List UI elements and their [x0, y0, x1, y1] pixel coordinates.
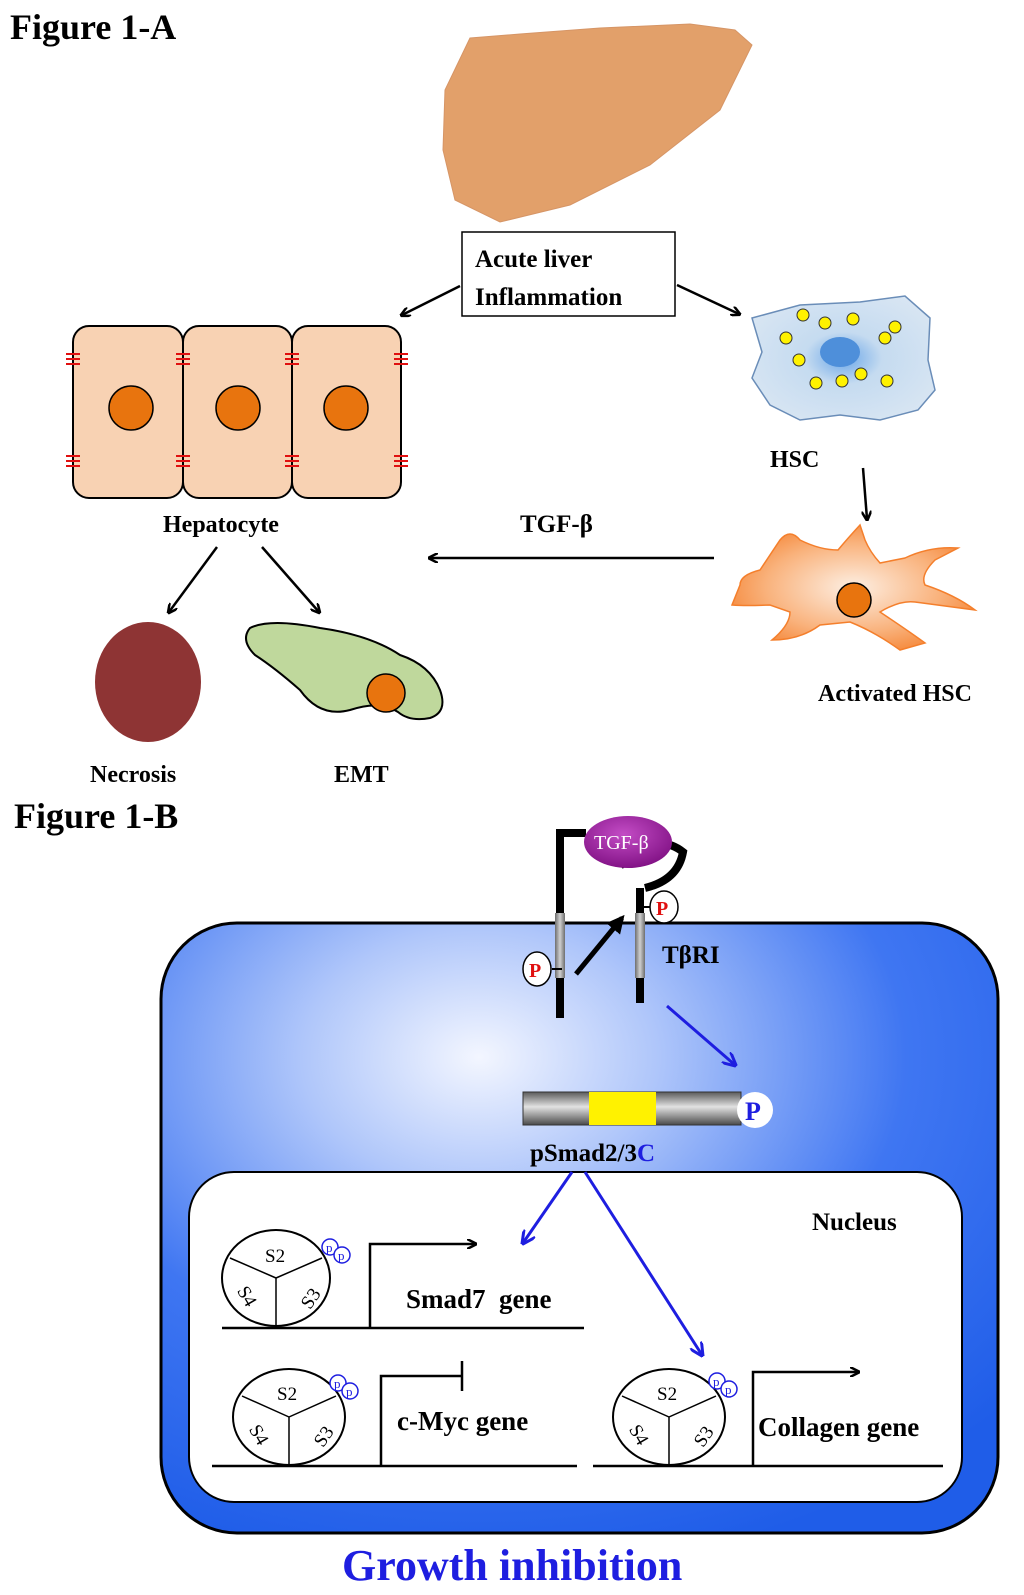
smad-complex-collagen: S2 S4 S3 p p [612, 1368, 738, 1466]
lipid-droplets [779, 308, 902, 390]
acute-liver-box [461, 231, 676, 317]
tgf-arrow-label: TGF-β [520, 511, 593, 538]
phospho-tag-receptor-i [649, 890, 679, 924]
receptor-label: TβRI [662, 942, 720, 969]
receptor-complex: TGF-β P P [522, 816, 688, 1018]
arrow-to-emt [261, 546, 319, 612]
arrow-to-hsc [676, 283, 739, 314]
s2-label: S2 [277, 1384, 297, 1405]
promoter-arrow-collagen [751, 1372, 858, 1465]
emt-label: EMT [334, 762, 389, 788]
hsc-nucleus [820, 337, 860, 367]
hepatocyte-group [66, 325, 408, 499]
receptor-i-transmembrane [635, 913, 645, 978]
tight-junctions [66, 353, 408, 467]
s2-label: S2 [657, 1384, 677, 1405]
arrow-to-hepatocyte [402, 284, 461, 315]
smad7-gene-label: Smad7 gene [406, 1284, 552, 1314]
smad-complex-cmyc: S2 S4 S3 p p [232, 1368, 359, 1466]
growth-inhibition-caption: Growth inhibition [342, 1541, 682, 1590]
smad-phospho-p: P [745, 1097, 761, 1126]
hsc-label: HSC [770, 447, 819, 473]
arrow-receptor-to-smad [666, 1004, 735, 1065]
smad-label: pSmad2/3C [530, 1140, 655, 1167]
receptor-ii-transmembrane [555, 913, 565, 978]
small-p-2: p [338, 1248, 345, 1263]
smad-label-prefix: pSmad2/3 [530, 1140, 637, 1167]
small-p-1: p [713, 1374, 720, 1389]
arrow-smad-to-smad7 [523, 1171, 574, 1243]
phospho-p-receptor-ii: P [529, 960, 541, 982]
emt-nucleus [366, 673, 406, 713]
arrow-to-necrosis [169, 546, 219, 612]
phospho-tag-receptor-ii [522, 951, 552, 987]
emt-cell [245, 622, 444, 721]
hepatocyte-nucleus-1 [108, 385, 154, 431]
smad-complex-smad7: S2 S4 S3 p p [221, 1229, 351, 1327]
hepatocyte-label: Hepatocyte [163, 512, 279, 538]
collagen-gene-label: Collagen gene [758, 1412, 919, 1442]
tgf-beta-ligand-label: TGF-β [594, 832, 649, 854]
smad-label-suffix: C [637, 1140, 655, 1167]
liver-shape [442, 23, 753, 223]
acute-liver-label: Acute liver [475, 246, 592, 273]
hepatocyte-nucleus-3 [323, 385, 369, 431]
activated-hsc-nucleus [836, 582, 872, 618]
activated-hsc-label: Activated HSC [818, 681, 972, 707]
small-p-1: p [334, 1376, 341, 1391]
promoter-arrow-smad7 [368, 1244, 475, 1327]
necrosis-label: Necrosis [90, 762, 176, 788]
phosphorylation-arrow [574, 914, 625, 976]
arrow-smad-to-collagen [583, 1171, 702, 1355]
necrosis-cell [95, 622, 201, 742]
inflammation-label: Inflammation [475, 284, 622, 311]
promoter-inhibition-cmyc [379, 1361, 464, 1465]
arrow-hsc-to-activated [863, 467, 867, 519]
small-p-2: p [346, 1384, 353, 1399]
hepatocyte-nucleus-2 [215, 385, 261, 431]
nucleus-label: Nucleus [812, 1209, 897, 1236]
small-p-2: p [725, 1382, 732, 1397]
s2-label: S2 [265, 1246, 285, 1267]
small-p-1: p [326, 1240, 333, 1255]
smad-phospho-tag [737, 1092, 773, 1128]
phospho-p-receptor-i: P [656, 898, 668, 920]
figure-1a-title: Figure 1-A [10, 7, 176, 47]
figure-1b-title: Figure 1-B [14, 796, 178, 836]
cmyc-gene-label: c-Myc gene [397, 1406, 528, 1436]
smad-linker-region [589, 1092, 656, 1125]
tgf-beta-ligand [584, 816, 672, 868]
